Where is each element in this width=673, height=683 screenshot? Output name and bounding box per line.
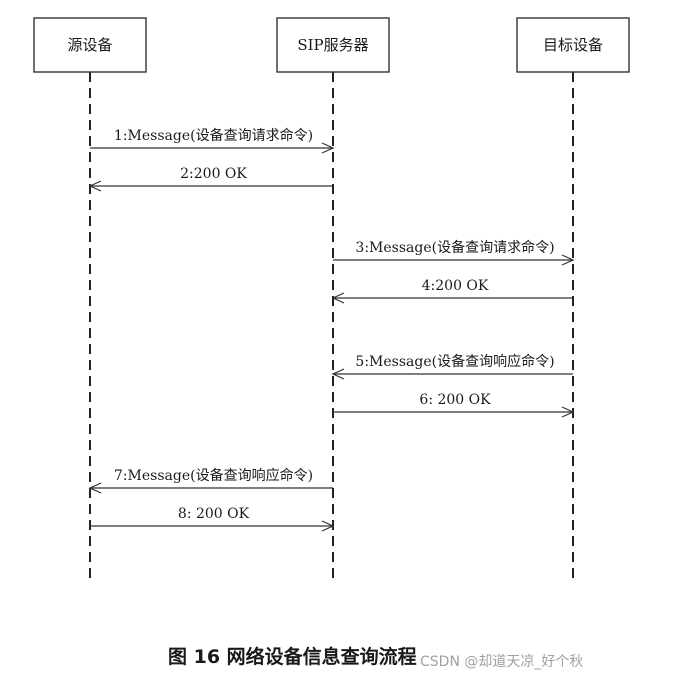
message-2: 2:200 OK: [88, 166, 333, 192]
watermark: CSDN @却道天凉_好个秋: [420, 654, 583, 670]
participant-box: [516, 17, 630, 73]
message-8: 8: 200 OK: [90, 506, 335, 532]
message-1: 1:Message(设备查询请求命令): [90, 127, 335, 154]
message-label: 2:200 OK: [180, 166, 247, 182]
figure-caption: 图 16 网络设备信息查询流程: [168, 645, 417, 668]
participant-label: 源设备: [67, 36, 112, 54]
participant-label: 目标设备: [543, 36, 603, 54]
participant-box: [33, 17, 147, 73]
message-label: 7:Message(设备查询响应命令): [114, 467, 313, 484]
arrowhead: [321, 142, 335, 154]
message-label: 4:200 OK: [422, 278, 489, 294]
message-6: 6: 200 OK: [333, 392, 575, 418]
message-label: 6: 200 OK: [419, 392, 491, 408]
participant-boxes: 源设备 SIP服务器 目标设备: [33, 17, 630, 73]
message-4: 4:200 OK: [331, 278, 573, 304]
arrowhead: [88, 180, 102, 192]
arrowhead: [321, 520, 335, 532]
participant-sip-server: SIP服务器: [276, 17, 390, 73]
participant-source-device: 源设备: [33, 17, 147, 73]
arrowhead: [331, 368, 345, 380]
arrowhead: [561, 406, 575, 418]
message-label: 1:Message(设备查询请求命令): [114, 127, 313, 144]
message-5: 5:Message(设备查询响应命令): [331, 353, 573, 380]
arrowhead: [88, 482, 102, 494]
messages: 1:Message(设备查询请求命令) 2:200 OK 3:Message(设备查…: [88, 127, 575, 532]
message-7: 7:Message(设备查询响应命令): [88, 467, 333, 494]
participant-box: [276, 17, 390, 73]
arrowhead: [331, 292, 345, 304]
arrowhead: [561, 254, 575, 266]
participant-target-device: 目标设备: [516, 17, 630, 73]
message-label: 5:Message(设备查询响应命令): [355, 353, 554, 370]
message-3: 3:Message(设备查询请求命令): [333, 239, 575, 266]
lifelines: [89, 72, 574, 582]
message-label: 8: 200 OK: [178, 506, 250, 522]
participant-label: SIP服务器: [297, 36, 368, 54]
message-label: 3:Message(设备查询请求命令): [355, 239, 554, 256]
